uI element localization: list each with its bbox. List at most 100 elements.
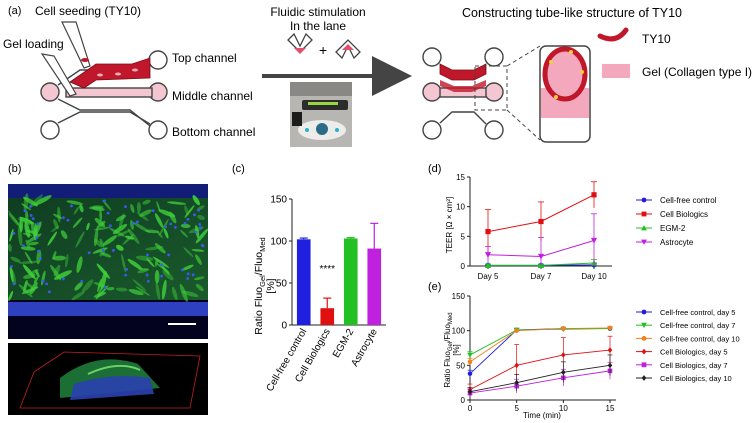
bar — [367, 248, 382, 325]
cell-fiber — [195, 254, 202, 265]
microfluidic-chip — [40, 50, 168, 140]
cell-fiber — [152, 256, 170, 268]
cell-fiber — [171, 286, 178, 301]
cell-fiber — [66, 200, 84, 205]
cell-nucleus — [201, 244, 205, 248]
cell-nucleus — [106, 211, 110, 215]
top-channel-cells — [69, 57, 151, 89]
cell-fiber — [115, 287, 128, 292]
cell-nucleus — [132, 221, 135, 225]
cell-fiber — [92, 247, 108, 254]
cell-fiber — [23, 196, 38, 207]
series-line — [469, 349, 611, 390]
legend-marker — [641, 225, 647, 231]
cell-fiber — [17, 218, 31, 226]
cell-nucleus — [45, 282, 48, 286]
fluidic-label-line1: Fluidic stimulation — [270, 5, 365, 19]
cell-nucleus — [169, 222, 173, 226]
y-tick-label: 150 — [270, 195, 287, 206]
cell-nucleus — [39, 257, 42, 261]
cell-fiber — [102, 235, 117, 246]
cell-fiber — [93, 226, 111, 231]
bar — [320, 308, 335, 325]
cell-nucleus — [103, 286, 107, 290]
legend-marker — [641, 375, 647, 381]
cell-fiber — [127, 258, 143, 270]
y-tick-label: 100 — [270, 237, 287, 248]
cell-nucleus — [160, 263, 163, 267]
cell-fiber — [100, 252, 112, 258]
cell-fiber — [102, 199, 112, 211]
cell-nucleus — [167, 253, 171, 257]
cell-nucleus — [125, 267, 129, 271]
cell-fiber — [52, 255, 66, 261]
data-point — [607, 362, 613, 369]
cell-nucleus — [199, 226, 202, 230]
cell-fiber — [195, 228, 209, 244]
cell-nucleus — [36, 249, 40, 253]
cell-nucleus — [23, 209, 27, 213]
cell-nucleus — [48, 290, 51, 294]
cell-fiber — [79, 204, 84, 213]
panel-c-letter: (c) — [232, 163, 245, 175]
cell-fiber — [49, 264, 62, 281]
cell-nucleus — [146, 253, 149, 257]
zoom-line-top — [506, 45, 541, 67]
bottom-channel-label: Bottom channel — [172, 125, 255, 139]
series-line — [469, 327, 611, 363]
data-point — [538, 218, 544, 225]
cell-fiber — [99, 209, 103, 222]
cell-nucleus — [62, 277, 65, 281]
rocker-photo — [290, 82, 352, 147]
cell-fiber — [136, 202, 141, 213]
cell-nucleus — [164, 225, 168, 229]
cell-fiber — [72, 217, 83, 228]
cell-nucleus — [186, 217, 190, 221]
legend-marker — [641, 322, 647, 329]
tube-cross-section — [542, 46, 588, 102]
cell-fiber — [53, 213, 63, 219]
cell-fiber — [71, 291, 85, 301]
cell-nucleus — [70, 204, 73, 208]
cell-fiber — [33, 221, 42, 237]
cell-fiber — [100, 270, 107, 290]
legend-marker — [641, 239, 647, 245]
cell-fiber — [10, 256, 21, 263]
cell-fiber — [181, 264, 194, 271]
cell-fiber — [18, 260, 39, 264]
cell-fiber — [156, 262, 170, 273]
cell-nucleus — [87, 251, 91, 255]
cell-nucleus — [41, 279, 45, 283]
data-point — [514, 362, 519, 369]
legend-label: Cell-free control — [660, 196, 717, 205]
cell-fiber — [192, 195, 200, 206]
cell-fiber — [115, 214, 127, 222]
cell-fiber — [21, 203, 32, 211]
cell-fiber — [8, 290, 14, 302]
data-point — [485, 228, 491, 235]
cell-nucleus — [160, 274, 163, 278]
legend-label: Cell-free control, day 10 — [660, 334, 740, 343]
cell-fiber — [36, 249, 42, 265]
cell-nucleus — [29, 214, 33, 217]
cell-fiber — [53, 264, 61, 277]
cell-fiber — [115, 244, 124, 251]
data-point — [467, 359, 473, 365]
cell-nucleus — [191, 273, 195, 277]
cell-fiber — [10, 268, 17, 286]
cell-fiber — [9, 228, 14, 242]
cell-nucleus — [151, 209, 155, 213]
cell-fiber — [142, 199, 151, 205]
panel-b: (b) — [7, 163, 209, 415]
cell-fiber — [76, 256, 83, 273]
bar — [296, 239, 311, 325]
top-channel-label: Top channel — [172, 51, 237, 65]
cell-fiber — [35, 269, 40, 278]
legend-marker — [641, 309, 647, 315]
cell-nucleus — [80, 279, 84, 283]
data-point — [514, 328, 519, 333]
panel-e-ylabel: Ratio FluoGel/FluoMed — [443, 312, 454, 387]
cell-nucleus — [198, 223, 202, 226]
